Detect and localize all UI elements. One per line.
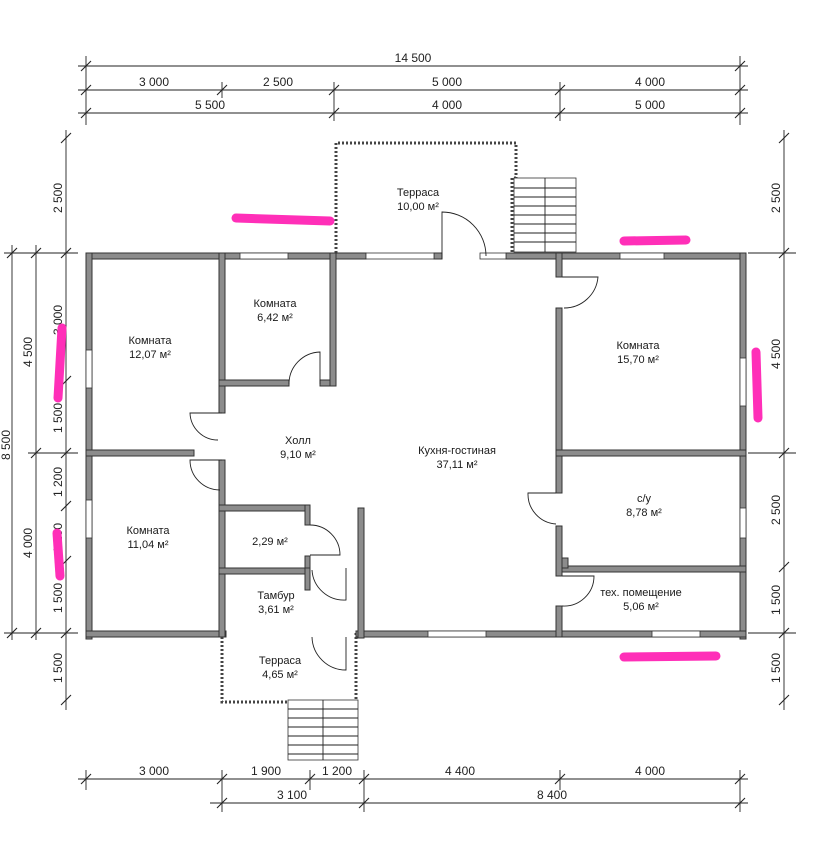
left-dimensions: 8 500 4 500 4 000 2 500 3 000 1 500 1 20… <box>0 130 78 710</box>
top-dimensions: 14 500 3 000 2 500 5 000 4 000 5 500 4 0… <box>78 51 748 125</box>
highlight-marks <box>52 213 763 662</box>
room-labels: Терраса 10,00 м² Комната 12,07 м² Комнат… <box>126 187 681 681</box>
room-small-name: Комната <box>253 298 297 310</box>
dim-bottom-4: 4 400 <box>445 764 475 778</box>
highlight-mark-right <box>751 347 763 423</box>
terrace-bottom-name: Терраса <box>259 655 302 667</box>
bathroom-area: 8,78 м² <box>626 507 662 519</box>
vestibule-area: 3,61 м² <box>258 604 294 616</box>
right-dimensions: 2 500 4 500 2 500 1 500 1 500 <box>748 130 796 710</box>
room-left-bottom-name: Комната <box>126 525 170 537</box>
dim-bottom2-2: 8 400 <box>537 788 567 802</box>
highlight-mark-left-lower <box>52 528 65 581</box>
dim-left-total: 8 500 <box>0 430 13 460</box>
dim-top-total: 14 500 <box>395 51 432 65</box>
room-left-top-name: Комната <box>128 335 172 347</box>
highlight-mark-bottom <box>619 651 721 662</box>
terrace-bottom-area: 4,65 м² <box>262 669 298 681</box>
bottom-dimensions: 3 000 1 900 1 200 4 400 4 000 3 100 8 40… <box>78 764 748 812</box>
dim-right-2: 4 500 <box>769 339 783 369</box>
terrace-top-name: Терраса <box>397 187 440 199</box>
dim-top-1: 3 000 <box>139 75 169 89</box>
terrace-top-area: 10,00 м² <box>397 201 439 213</box>
tech-room-name: тех. помещение <box>600 587 682 599</box>
dim-right-5: 1 500 <box>769 653 783 683</box>
stairs-bottom <box>287 699 359 761</box>
dim-top-2: 2 500 <box>263 75 293 89</box>
dim-bottom2-1: 3 100 <box>277 788 307 802</box>
highlight-mark-top-right <box>619 235 691 246</box>
stairs-top <box>513 177 577 253</box>
dim-left2-1: 2 500 <box>51 183 65 213</box>
dim-bottom-1: 3 000 <box>139 764 169 778</box>
hall-name: Холл <box>285 435 311 447</box>
dim-left2-6: 1 500 <box>51 583 65 613</box>
terrace-bottom-railing <box>220 633 358 704</box>
kitchen-name: Кухня-гостиная <box>418 445 496 457</box>
doors <box>189 211 599 671</box>
walls <box>85 252 747 640</box>
dim-top-3: 5 000 <box>432 75 462 89</box>
bathroom-name: с/у <box>637 493 652 505</box>
dim-bottom-2: 1 900 <box>251 764 281 778</box>
dim-top2-2: 4 000 <box>432 98 462 112</box>
highlight-mark-top-left <box>231 213 335 226</box>
dim-right-3: 2 500 <box>769 495 783 525</box>
dim-left-1: 4 500 <box>21 337 35 367</box>
room-left-bottom-area: 11,04 м² <box>128 539 169 551</box>
room-small-area: 6,42 м² <box>257 312 293 324</box>
kitchen-area: 37,11 м² <box>437 459 478 471</box>
room-right-top-area: 15,70 м² <box>617 354 659 366</box>
tech-room-area: 5,06 м² <box>623 601 659 613</box>
room-left-top-area: 12,07 м² <box>129 349 171 361</box>
dim-right-1: 2 500 <box>769 183 783 213</box>
dim-bottom-5: 4 000 <box>635 764 665 778</box>
dim-left2-3: 1 500 <box>51 403 65 433</box>
dim-left-2: 4 000 <box>21 528 35 558</box>
room-right-top-name: Комната <box>616 340 660 352</box>
dim-top-4: 4 000 <box>635 75 665 89</box>
dim-top2-3: 5 000 <box>635 98 665 112</box>
highlight-mark-left-upper <box>53 323 67 403</box>
windows <box>85 252 747 638</box>
hall-area: 9,10 м² <box>280 449 316 461</box>
dim-right-4: 1 500 <box>769 585 783 615</box>
dim-top2-1: 5 500 <box>195 98 225 112</box>
dim-bottom-3: 1 200 <box>322 764 352 778</box>
vestibule-name: Тамбур <box>257 590 294 602</box>
dim-left2-7: 1 500 <box>51 653 65 683</box>
storage-area: 2,29 м² <box>252 536 288 548</box>
dim-left2-4: 1 200 <box>51 467 65 497</box>
